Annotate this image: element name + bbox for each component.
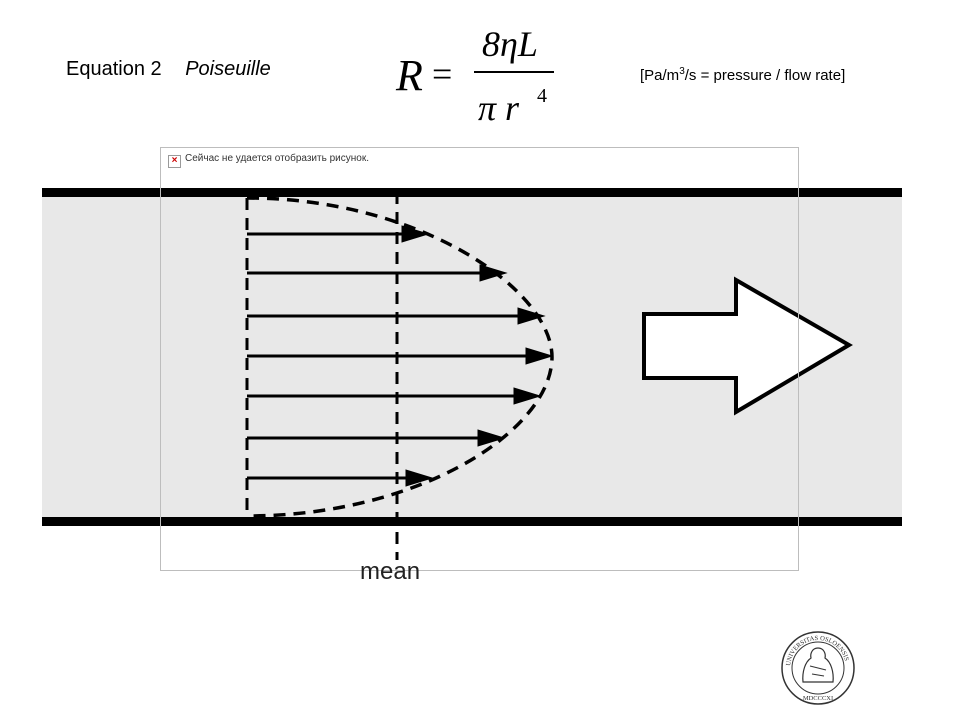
arrowhead [477,429,506,447]
arrowhead [401,225,430,243]
svg-text:MDCCCXI: MDCCCXI [803,695,833,702]
formula-numerator: 8ηL [482,24,538,64]
formula-exponent: 4 [537,85,547,107]
arrowhead [479,264,508,282]
arrowhead [513,387,542,405]
arrowhead [405,469,434,487]
tube-top-wall [42,188,902,197]
formula-denominator: π r [478,88,520,128]
arrowhead [517,307,546,325]
velocity-arrows [247,225,554,487]
equation-label: Equation 2 Poiseuille [66,58,271,81]
poiseuille-formula: R = 8ηL π r 4 [395,24,554,128]
broken-image-icon: × [168,155,181,168]
equation-name: Poiseuille [185,58,271,80]
units-suffix: /s = pressure / flow rate] [684,67,846,84]
units-exponent: 3 [679,66,685,77]
flow-direction-arrow [642,276,853,416]
arrowhead [525,347,554,365]
equation-number: Equation 2 [66,58,162,80]
units-prefix: [Pa/m [640,67,680,84]
units-note: [Pa/m3/s = pressure / flow rate] [640,66,845,84]
formula-equals: = [432,54,452,94]
formula-lhs: R [395,51,423,100]
mean-label: mean [360,558,421,585]
broken-image-placeholder: × Сейчас не удается отобразить рисунок. [160,147,799,571]
broken-image-message: Сейчас не удается отобразить рисунок. [185,153,369,164]
university-seal-logo: UNIVERSITAS OSLOENSIS MDCCCXI [781,631,855,705]
tube-bottom-wall [42,517,902,526]
